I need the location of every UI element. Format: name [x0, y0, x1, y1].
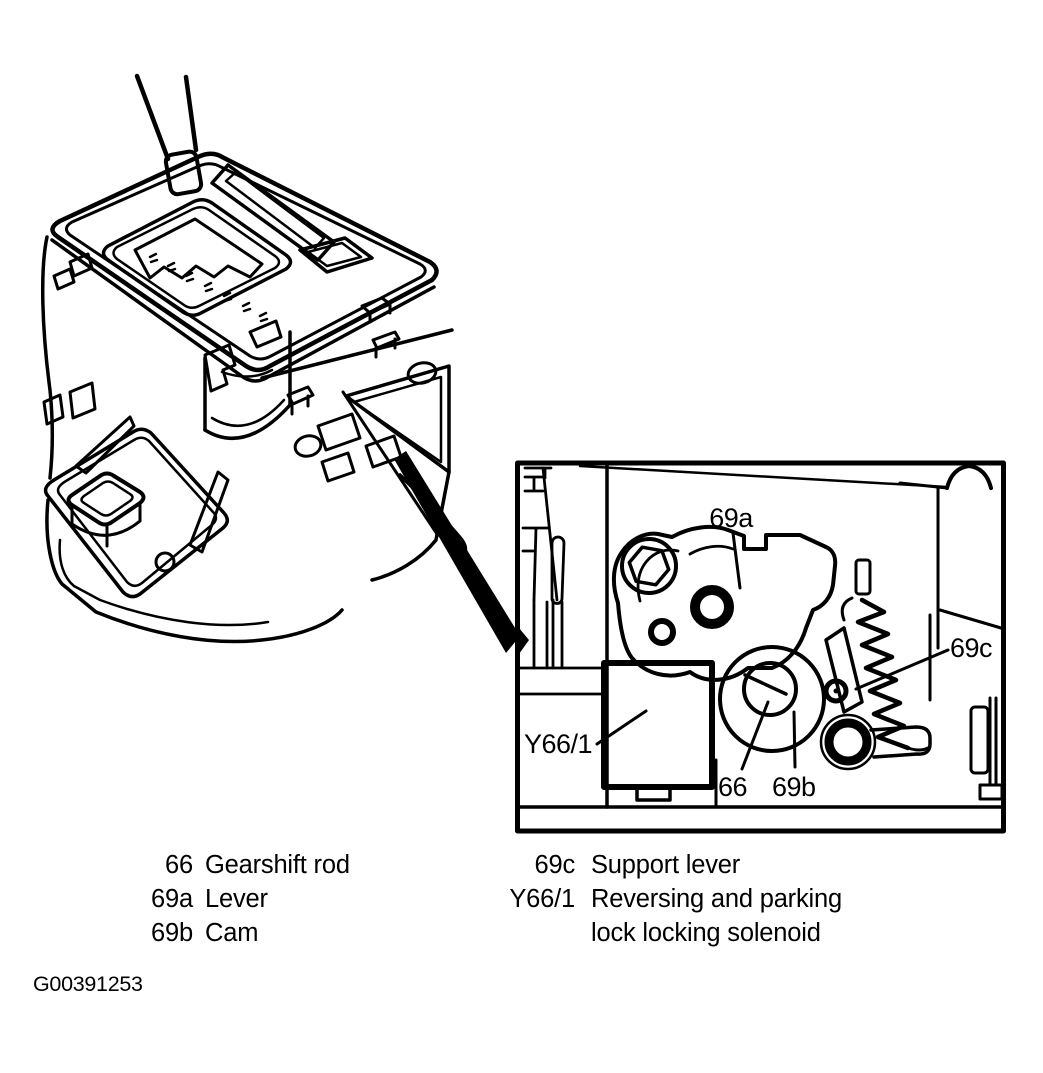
label-69a: 69a: [709, 503, 754, 533]
solenoid-y66-part: [601, 660, 715, 802]
support-lever-69c-part: [819, 626, 932, 771]
legend-ref: Y66/1: [509, 885, 575, 913]
label-69b: 69b: [772, 772, 816, 802]
housing-edge-line: [341, 390, 439, 536]
legend-ref: 69a: [151, 885, 193, 913]
inset-right-bracket: [969, 696, 1004, 801]
legend-ref: 69c: [534, 851, 575, 879]
inset-detail-box: 69a 69c Y66/1 66 69b: [515, 460, 1006, 834]
label-y66-1: Y66/1: [524, 729, 592, 759]
front-left-bracket: [42, 381, 230, 599]
callout-arrow: [394, 451, 520, 653]
leader-lines: [595, 531, 950, 771]
housing-left-wall: [40, 235, 55, 480]
shift-lever: [134, 73, 204, 197]
legend-label: Reversing and parking: [591, 885, 842, 913]
shifter-assembly-drawing: [40, 73, 468, 644]
gate-letter-marks: [148, 252, 269, 323]
legend-label: Cam: [205, 919, 259, 947]
figure-id: G00391253: [33, 972, 143, 996]
shift-gate-bezel: [101, 198, 293, 323]
label-69c: 69c: [950, 633, 992, 663]
lever-housing-column: [203, 319, 292, 441]
legend-ref: 66: [165, 851, 193, 879]
legend-label: Gearshift rod: [205, 851, 350, 879]
inset-left-strip: [517, 466, 607, 696]
cam-69b-part: [714, 645, 826, 807]
legend-ref: 69b: [151, 919, 193, 947]
legend-label: lock locking solenoid: [591, 919, 821, 947]
lever-69a-part: [611, 524, 838, 682]
legend-label: Lever: [205, 885, 268, 913]
legend-label: Support lever: [591, 851, 741, 879]
lever-slot: [210, 163, 374, 274]
return-spring: [840, 558, 930, 752]
label-66: 66: [718, 772, 747, 802]
